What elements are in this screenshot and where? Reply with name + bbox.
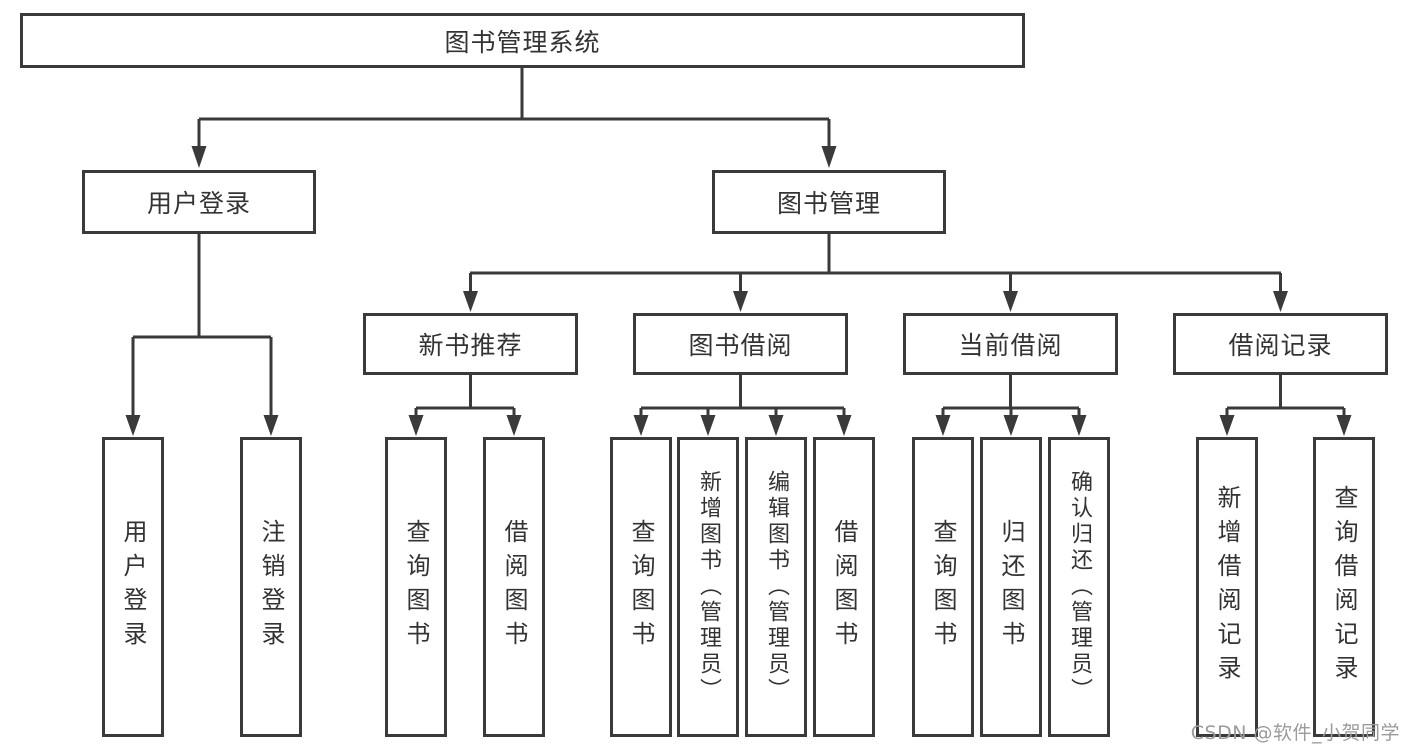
node-current-borrowing: 当前借阅 (903, 313, 1118, 375)
node-label: 图书管理系统 (444, 27, 601, 57)
leaf-edit-books-admin: 编辑图书（管理员） (745, 437, 807, 737)
node-label: 查询借阅记录 (1330, 485, 1358, 689)
node-new-book-recommend: 新书推荐 (363, 313, 578, 375)
node-library-management-system: 图书管理系统 (20, 13, 1025, 68)
leaf-logout: 注销登录 (240, 437, 302, 737)
node-label: 用户登录 (119, 519, 147, 655)
leaf-query-books-recommend: 查询图书 (385, 437, 447, 737)
leaf-borrow-books-recommend: 借阅图书 (483, 437, 545, 737)
leaf-borrow-books: 借阅图书 (813, 437, 875, 737)
node-label: 归还图书 (997, 519, 1025, 655)
node-label: 查询图书 (402, 519, 430, 655)
leaf-add-books-admin: 新增图书（管理员） (677, 437, 739, 737)
node-book-borrowing: 图书借阅 (633, 313, 848, 375)
node-label: 查询图书 (627, 519, 655, 655)
node-label: 图书管理 (776, 189, 881, 218)
node-label: 新增借阅记录 (1213, 485, 1241, 689)
node-label: 查询图书 (929, 519, 957, 655)
node-label: 借阅图书 (830, 519, 858, 655)
node-label: 图书借阅 (688, 331, 793, 360)
leaf-return-books: 归还图书 (980, 437, 1042, 737)
node-label: 当前借阅 (958, 331, 1063, 360)
arrowheads (125, 146, 1352, 436)
leaf-query-borrow-record: 查询借阅记录 (1313, 437, 1375, 737)
node-label: 用户登录 (146, 189, 251, 218)
node-user-login: 用户登录 (82, 170, 316, 234)
node-label: 编辑图书（管理员） (764, 470, 789, 704)
node-borrowing-records: 借阅记录 (1173, 313, 1388, 375)
node-label: 借阅图书 (500, 519, 528, 655)
node-label: 确认归还（管理员） (1067, 470, 1092, 704)
leaf-query-books-current: 查询图书 (912, 437, 974, 737)
leaf-confirm-return-admin: 确认归还（管理员） (1048, 437, 1110, 737)
node-label: 借阅记录 (1228, 331, 1333, 360)
csdn-watermark: CSDN @软件_小贺同学 (1190, 722, 1400, 744)
node-label: 注销登录 (257, 519, 285, 655)
connector-edges (131, 68, 1346, 417)
leaf-user-login: 用户登录 (102, 437, 164, 737)
node-label: 新书推荐 (418, 331, 523, 360)
leaf-query-books-borrowing: 查询图书 (610, 437, 672, 737)
leaf-add-borrow-record: 新增借阅记录 (1196, 437, 1258, 737)
node-book-management: 图书管理 (712, 170, 946, 234)
node-label: 新增图书（管理员） (696, 470, 721, 704)
